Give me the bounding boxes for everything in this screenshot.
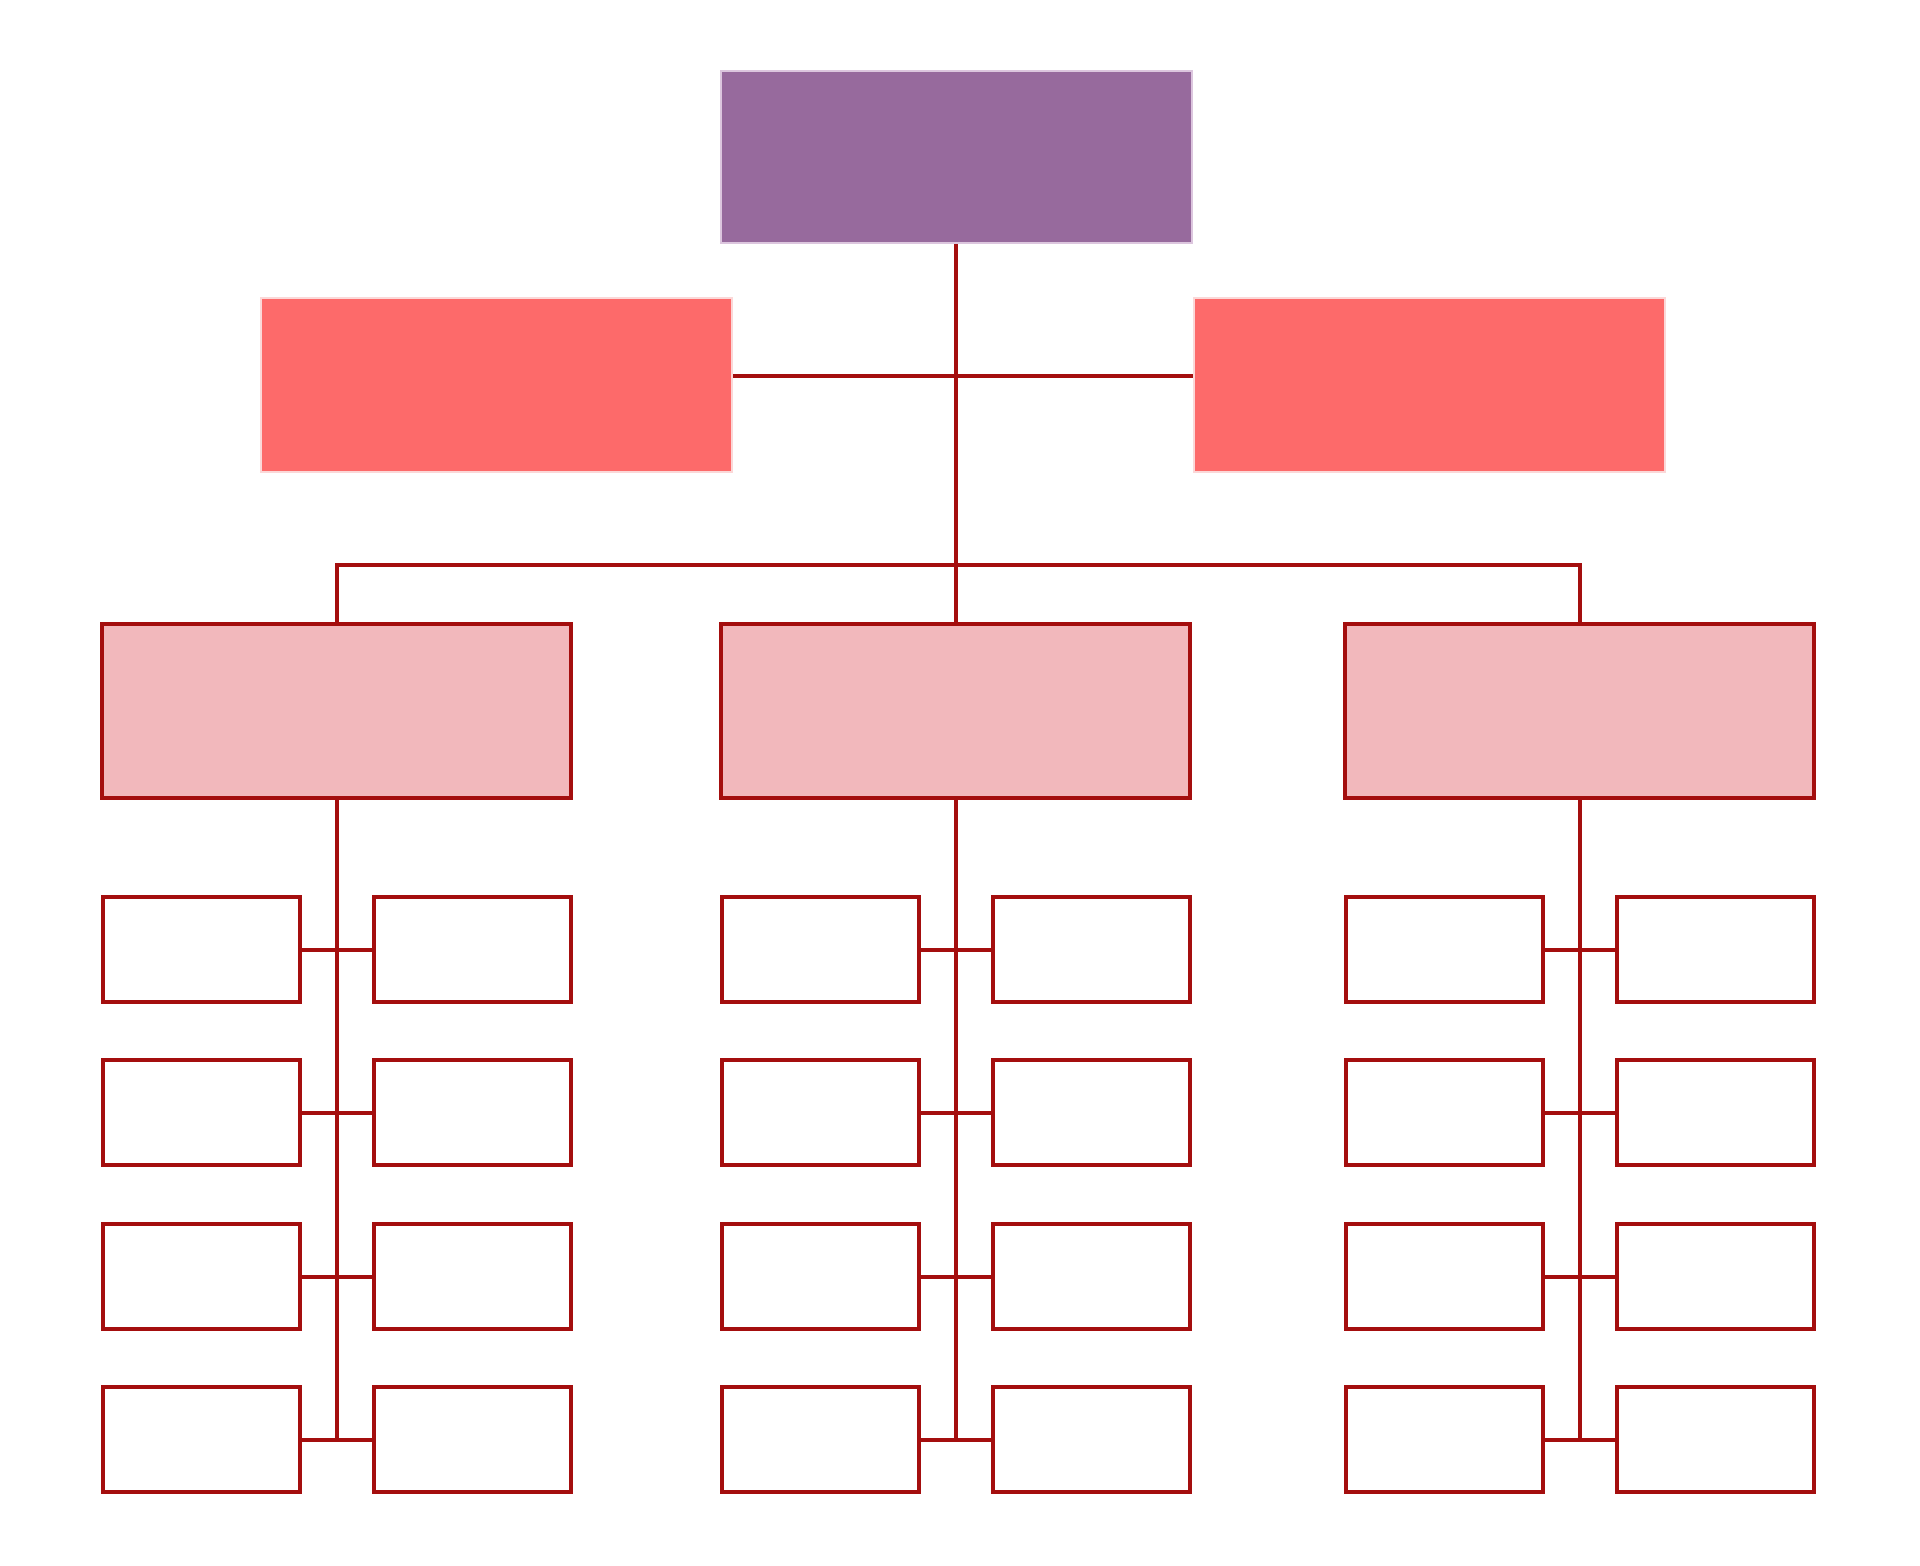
- leaf-connector-line-2-3: [920, 1275, 992, 1279]
- leaf-node-3-8-label: [1619, 1389, 1812, 1490]
- branch-node-1-label: [104, 626, 569, 796]
- leaf-node-3-7: [1344, 1385, 1545, 1494]
- leaf-node-3-3-label: [1348, 1062, 1541, 1163]
- cluster-2-spine-line: [954, 800, 958, 1441]
- root-to-branch-spine-line: [954, 244, 958, 626]
- cluster-1-spine-line: [335, 800, 339, 1441]
- cluster-3-spine-line: [1578, 800, 1582, 1441]
- leaf-node-1-3: [101, 1058, 302, 1167]
- leaf-connector-line-1-3: [301, 1275, 373, 1279]
- root-node-label: [722, 72, 1191, 242]
- leaf-node-3-2: [1615, 895, 1816, 1004]
- distribution-line: [335, 563, 1582, 567]
- leaf-node-2-7-label: [724, 1389, 917, 1490]
- leaf-connector-line-2-4: [920, 1438, 992, 1442]
- leaf-node-1-6: [372, 1222, 573, 1331]
- leaf-node-2-4: [991, 1058, 1192, 1167]
- leaf-node-1-7-label: [105, 1389, 298, 1490]
- branch-node-3-label: [1347, 626, 1812, 796]
- branch-node-2: [719, 622, 1192, 800]
- leaf-connector-line-3-4: [1544, 1438, 1616, 1442]
- leaf-node-1-1-label: [105, 899, 298, 1000]
- leaf-node-3-5: [1344, 1222, 1545, 1331]
- leaf-node-2-2-label: [995, 899, 1188, 1000]
- branch-node-1: [100, 622, 573, 800]
- leaf-node-1-5: [101, 1222, 302, 1331]
- root-node: [720, 70, 1193, 244]
- leaf-node-3-8: [1615, 1385, 1816, 1494]
- leaf-connector-line-3-3: [1544, 1275, 1616, 1279]
- leaf-node-1-3-label: [105, 1062, 298, 1163]
- leaf-node-2-1-label: [724, 899, 917, 1000]
- leaf-node-3-5-label: [1348, 1226, 1541, 1327]
- leaf-node-3-6: [1615, 1222, 1816, 1331]
- branch-node-3: [1343, 622, 1816, 800]
- leaf-node-2-2: [991, 895, 1192, 1004]
- leaf-node-2-4-label: [995, 1062, 1188, 1163]
- leaf-node-1-7: [101, 1385, 302, 1494]
- leaf-node-3-2-label: [1619, 899, 1812, 1000]
- leaf-connector-line-1-1: [301, 948, 373, 952]
- side-node-right-label: [1195, 299, 1664, 471]
- leaf-node-1-4: [372, 1058, 573, 1167]
- leaf-node-3-3: [1344, 1058, 1545, 1167]
- side-connector-line: [733, 374, 1193, 378]
- branch-stub-right-line: [1578, 563, 1582, 626]
- leaf-connector-line-1-4: [301, 1438, 373, 1442]
- leaf-connector-line-2-1: [920, 948, 992, 952]
- leaf-node-1-5-label: [105, 1226, 298, 1327]
- leaf-node-2-3: [720, 1058, 921, 1167]
- leaf-node-1-4-label: [376, 1062, 569, 1163]
- leaf-node-2-1: [720, 895, 921, 1004]
- leaf-node-1-2: [372, 895, 573, 1004]
- side-node-right: [1193, 297, 1666, 473]
- side-node-left: [260, 297, 733, 473]
- side-node-left-label: [262, 299, 731, 471]
- leaf-node-2-8: [991, 1385, 1192, 1494]
- leaf-node-2-7: [720, 1385, 921, 1494]
- leaf-node-1-8: [372, 1385, 573, 1494]
- leaf-node-3-1: [1344, 895, 1545, 1004]
- leaf-node-1-2-label: [376, 899, 569, 1000]
- leaf-connector-line-3-1: [1544, 948, 1616, 952]
- leaf-node-3-6-label: [1619, 1226, 1812, 1327]
- leaf-node-2-5: [720, 1222, 921, 1331]
- leaf-node-3-4: [1615, 1058, 1816, 1167]
- leaf-connector-line-1-2: [301, 1111, 373, 1115]
- leaf-node-3-1-label: [1348, 899, 1541, 1000]
- leaf-node-1-1: [101, 895, 302, 1004]
- leaf-node-1-6-label: [376, 1226, 569, 1327]
- leaf-connector-line-3-2: [1544, 1111, 1616, 1115]
- leaf-node-3-7-label: [1348, 1389, 1541, 1490]
- leaf-connector-line-2-2: [920, 1111, 992, 1115]
- leaf-node-2-8-label: [995, 1389, 1188, 1490]
- leaf-node-2-3-label: [724, 1062, 917, 1163]
- branch-node-2-label: [723, 626, 1188, 796]
- leaf-node-2-5-label: [724, 1226, 917, 1327]
- leaf-node-1-8-label: [376, 1389, 569, 1490]
- branch-stub-left-line: [335, 563, 339, 626]
- leaf-node-2-6-label: [995, 1226, 1188, 1327]
- leaf-node-2-6: [991, 1222, 1192, 1331]
- leaf-node-3-4-label: [1619, 1062, 1812, 1163]
